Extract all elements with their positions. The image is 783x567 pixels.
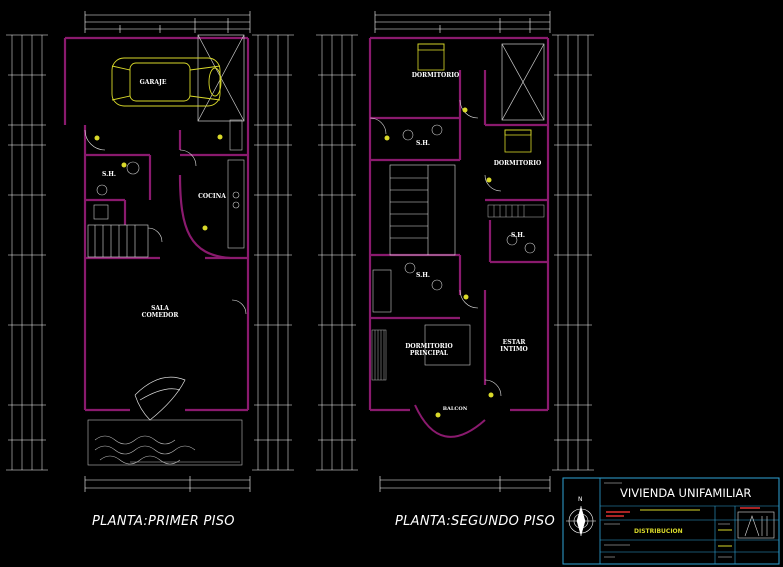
title-block-text-lines <box>604 482 732 558</box>
title-block-sheet-label: DISTRIBUCION <box>634 528 683 535</box>
room-label-family-room: ESTAR INTIMO <box>497 339 531 353</box>
entrance-canopy <box>134 376 186 421</box>
room-label-master-line1: DORMITORIO <box>405 343 453 350</box>
title-block-project-name: VIVIENDA UNIFAMILIAR <box>620 486 752 500</box>
room-label-kitchen: COCINA <box>198 193 226 200</box>
second-floor-stair <box>389 164 456 256</box>
room-label-bath-first-floor: S.H. <box>102 171 116 178</box>
room-label-master-line2: PRINCIPAL <box>409 350 449 357</box>
first-floor-plan-title: PLANTA:PRIMER PISO <box>92 514 235 529</box>
room-label-master-bedroom: DORMITORIO PRINCIPAL <box>400 343 458 357</box>
second-floor-void <box>501 43 545 121</box>
second-floor-walls <box>368 36 550 412</box>
room-label-garage: GARAJE <box>139 79 167 86</box>
second-floor-markers <box>384 107 494 418</box>
first-floor-top-dimensions <box>84 11 251 33</box>
balcony-curved-wall <box>414 404 486 438</box>
kitchen-counter <box>227 119 245 249</box>
title-block <box>562 477 780 565</box>
title-block-compass-label: N <box>578 496 583 503</box>
room-label-balcony: BALCON <box>442 406 468 412</box>
title-block-yellow-marks <box>640 509 732 547</box>
room-label-family-line1: ESTAR <box>502 339 526 346</box>
room-label-family-line2: INTIMO <box>500 346 528 353</box>
second-floor-plan <box>316 11 594 492</box>
room-label-living-line1: SALA <box>151 305 169 312</box>
first-floor-walls <box>63 36 250 412</box>
second-floor-door-swings <box>369 99 502 397</box>
title-block-red-marks <box>606 507 760 517</box>
first-floor-left-dimensions <box>6 34 48 471</box>
second-floor-right-dimensions <box>552 34 594 471</box>
second-floor-top-dimensions <box>374 11 551 33</box>
first-floor-stair <box>87 224 149 258</box>
room-label-bath-2: S.H. <box>416 272 430 279</box>
first-floor-plan <box>6 11 294 492</box>
second-floor-plan-title: PLANTA:SEGUNDO PISO <box>395 514 555 529</box>
closets <box>371 204 545 381</box>
bed-icons <box>417 43 532 153</box>
first-floor-bath-fixtures <box>93 161 140 220</box>
first-floor-door-swings <box>84 129 247 315</box>
second-floor-bottom-dimensions <box>379 476 551 492</box>
room-label-living: SALA COMEDOR <box>140 305 180 319</box>
room-label-bedroom-1: DORMITORIO <box>411 72 460 79</box>
first-floor-markers <box>94 134 223 231</box>
room-label-bath-3: S.H. <box>511 232 525 239</box>
room-label-living-line2: COMEDOR <box>141 312 179 319</box>
first-floor-bottom-dimensions <box>84 476 251 492</box>
car-icon <box>111 57 222 107</box>
second-floor-bath-fixtures <box>372 124 536 366</box>
room-label-bedroom-2: DORMITORIO <box>493 160 542 167</box>
kitchen-curved-wall <box>178 174 231 260</box>
room-label-bath-1: S.H. <box>416 140 430 147</box>
first-floor-right-dimensions <box>252 34 294 471</box>
second-floor-left-dimensions <box>316 34 358 471</box>
architect-logo-icon <box>737 511 775 539</box>
north-arrow-icon <box>566 505 596 537</box>
front-garden <box>87 419 243 466</box>
